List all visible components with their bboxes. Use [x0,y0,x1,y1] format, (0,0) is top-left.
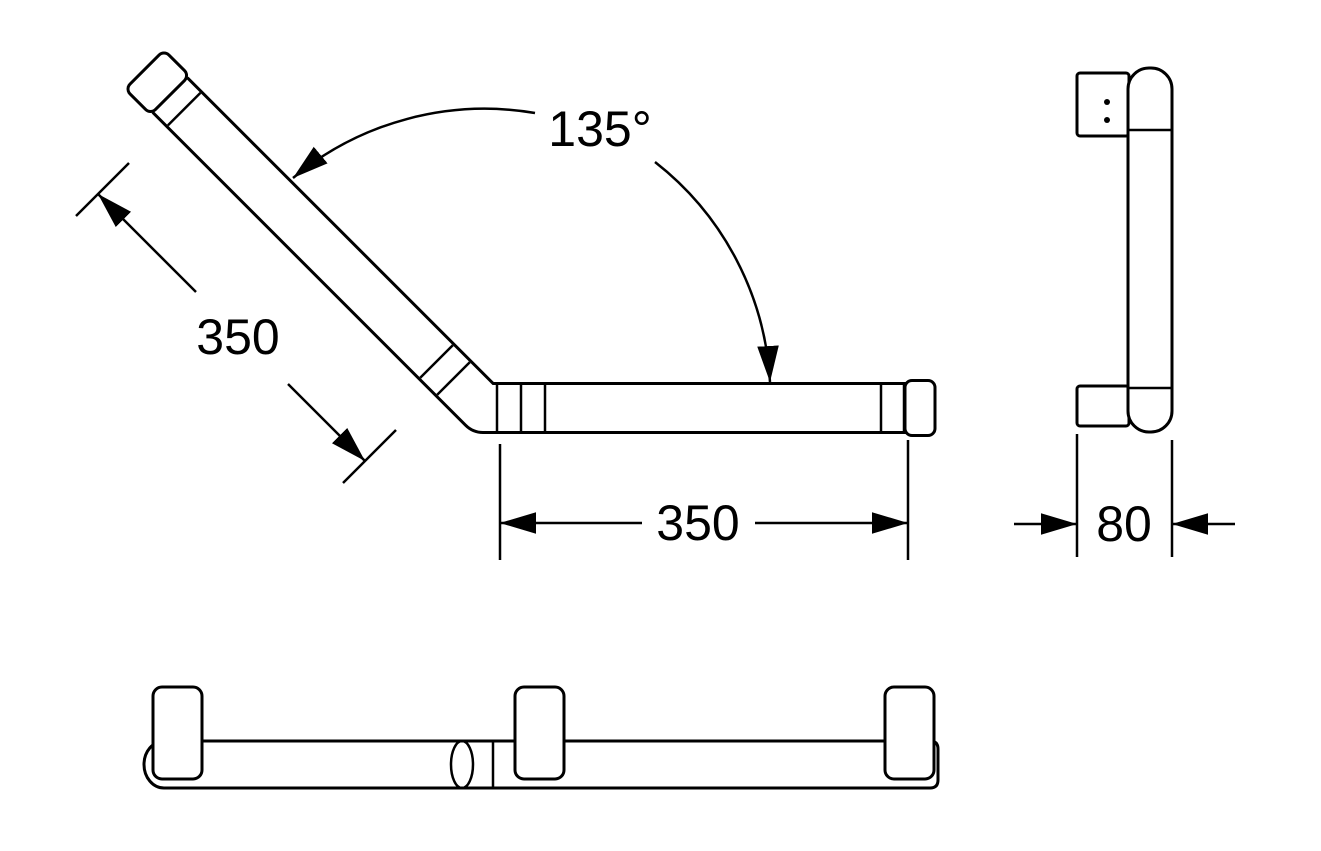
wall-flange [883,685,936,781]
depth-dimension-label: 80 [1096,496,1152,552]
wall-plate-bottom [1075,384,1131,428]
bar-tube-side [1126,66,1174,434]
upper-end-cap [126,51,202,127]
extension-line [342,429,397,484]
side-view: 80 [1014,66,1235,557]
angle-arc-left [292,107,536,179]
wall-flange [513,685,566,781]
wall-plate-top [1075,71,1131,138]
horizontal-dimension-label: 350 [656,495,739,551]
collar-line [436,361,471,396]
diagonal-dimension: 350 [75,162,397,484]
collar-line [419,344,454,379]
wall-flange [151,685,204,781]
diagonal-dimension-label: 350 [196,309,279,365]
angle-arc-right [654,161,779,383]
front-view: 135° 350 350 [75,51,937,560]
dimension-line [97,193,197,293]
grab-bar-body [153,78,934,431]
collar-line [166,91,202,127]
depth-dimension: 80 [1014,434,1235,557]
extension-line [75,162,130,217]
end-cap [903,379,937,437]
bottom-view [142,685,940,790]
bend-collar-diagonal [419,344,471,396]
angle-dimension: 135° [292,101,779,383]
angle-label: 135° [548,101,651,157]
horizontal-dimension: 350 [498,440,910,560]
dimension-line [287,383,366,462]
screw-hole [1104,117,1110,123]
bend-joint-ellipse [449,739,475,790]
end-cap [126,51,189,114]
screw-hole [1104,99,1110,105]
